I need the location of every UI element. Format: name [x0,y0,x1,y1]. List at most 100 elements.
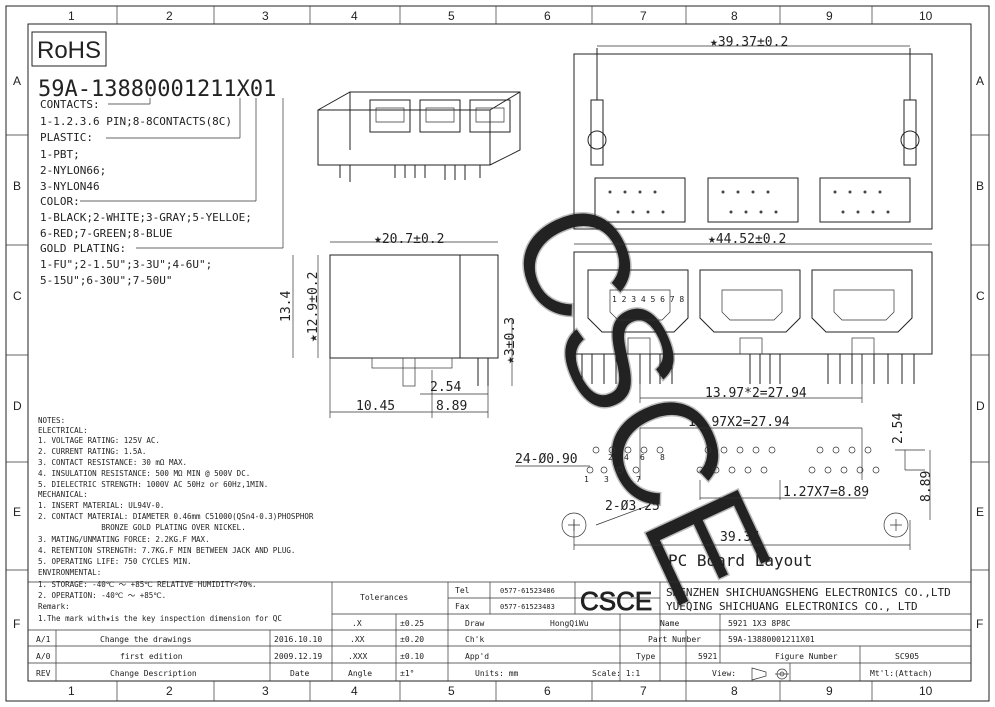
rev-description: first edition [120,652,183,661]
row-label: C [13,289,22,303]
col-label: 1 [68,684,75,698]
hole-label: 5 [620,475,625,484]
note-line: 1. STORAGE: -40℃ ～ +85℃ RELATIVE HUMIDIT… [38,580,257,589]
hole-label: 2 [608,453,613,462]
col-label: 2 [166,684,173,698]
check-label: Ch'k [465,635,484,644]
approved-label: App'd [465,652,489,661]
pcb-pin-pitch: 1.27X7=8.89 [783,485,869,500]
dim-front-width: ★44.52±0.2 [708,232,786,247]
connector-3d-view [317,91,521,182]
draw-value: HongQiWu [550,619,589,628]
part-code: 59A-13880001211X01 [38,77,276,102]
dim-front-pitch: 13.97*2=27.94 [705,386,807,401]
pcb-holes-label: 24-Ø0.90 [515,452,578,467]
contacts-value: 1-1.2.3.6 PIN;8-8CONTACTS(8C) [40,115,232,128]
hole-label: 1 [584,475,589,484]
note-line: 3. MATING/UNMATING FORCE: 2.2KG.F MAX. [38,535,210,544]
note-line: 5. DIELECTRIC STRENGTH: 1000V AC 50Hz or… [38,480,268,489]
hole-label: 8 [660,453,665,462]
row-label: A [976,74,984,88]
pcb-width: 39.37 [720,530,759,545]
tol-value: ±0.20 [400,635,424,644]
row-label: D [13,399,22,413]
rohs-box [31,31,107,67]
col-label: 9 [826,684,833,698]
contacts-label: CONTACTS: [40,98,100,111]
tol-value: ±0.25 [400,619,424,628]
col-label: 8 [731,684,738,698]
col-label: 8 [731,9,738,23]
code-leaders [80,98,284,249]
tol-value: ±1° [400,669,414,678]
type-label: Type [636,652,655,661]
figure-label: Figure Number [775,652,838,661]
color-label: COLOR: [40,195,80,208]
title-block-text: Tolerances .X ±0.25 .XX ±0.20 .XXX ±0.10… [36,586,951,678]
tolerances-label: Tolerances [360,593,408,602]
part-value: 59A-13880001211X01 [728,635,815,644]
tol-key: Angle [348,669,372,678]
note-line: 1.The mark with★is the key inspection di… [38,614,282,623]
inner-border [27,23,972,682]
note-line: 2. CURRENT RATING: 1.5A. [38,447,146,456]
note-line: MECHANICAL: [38,490,88,499]
top-view [573,48,933,230]
tel-label: Tel [455,586,470,595]
row-label: F [13,617,20,631]
view-label: View: [712,669,736,678]
col-label: 4 [351,684,358,698]
rev-header: REV [36,669,51,678]
dim-side-height: 13.4 [279,291,294,322]
figure-value: SC905 [895,652,919,661]
hole-label: 4 [624,453,629,462]
col-label: 6 [544,9,551,23]
hole-label: 7 [636,475,641,484]
company-name-1: SHENZHEN SHICHUANGSHENG ELECTRONICS CO.,… [666,586,951,599]
col-label: 2 [166,9,173,23]
note-line: 1. VOLTAGE RATING: 125V AC. [38,436,160,445]
row-labels: A B C D E F A B C D E F [13,74,985,631]
rev-id: A/1 [36,635,51,644]
color-value: 6-RED;7-GREEN;8-BLUE [40,227,172,240]
pcb-row-gap: 2.54 [891,413,906,444]
plastic-value: 2-NYLON66; [40,164,106,177]
col-label: 1 [68,9,75,23]
pcb-holes [561,446,909,538]
col-label: 7 [640,684,647,698]
col-label: 6 [544,684,551,698]
row-label: D [976,399,985,413]
col-label: 7 [640,9,647,23]
part-label: Part Number [648,635,701,644]
plastic-value: 1-PBT; [40,148,80,161]
col-label: 5 [448,9,455,23]
rev-date: 2016.10.10 [274,635,322,644]
hole-label: 3 [604,475,609,484]
col-label: 10 [919,684,933,698]
row-label: E [13,505,21,519]
rev-date: 2009.12.19 [274,652,322,661]
side-view [329,254,499,387]
tol-key: .XX [350,635,365,644]
tel-value: 0577-61523486 [500,587,555,595]
col-label: 4 [351,9,358,23]
pcb-dims [515,427,931,550]
pin-numbers: 1 2 3 4 5 6 7 8 [612,295,684,304]
column-labels: 1 2 3 4 5 6 7 8 9 10 1 2 3 4 5 6 7 8 9 1… [68,9,933,698]
note-line: ELECTRICAL: [38,426,88,435]
col-label: 5 [448,684,455,698]
top-view-pins [608,190,890,214]
note-line: NOTES: [38,416,65,425]
color-value: 1-BLACK;2-WHITE;3-GRAY;5-YELLOE; [40,211,252,224]
side-dims [292,241,513,418]
col-label: 3 [262,9,269,23]
type-value: 5921 [698,652,717,661]
note-line: 1. INSERT MATERIAL: UL94V-0. [38,501,164,510]
rev-description: Change the drawings [100,635,192,644]
spec-list: CONTACTS: 1-1.2.3.6 PIN;8-8CONTACTS(8C) … [40,98,252,287]
tol-key: .XXX [348,652,367,661]
col-label: 9 [826,9,833,23]
tol-key: .X [352,619,362,628]
pcb-pitch-top: 13.97X2=27.94 [688,415,790,430]
